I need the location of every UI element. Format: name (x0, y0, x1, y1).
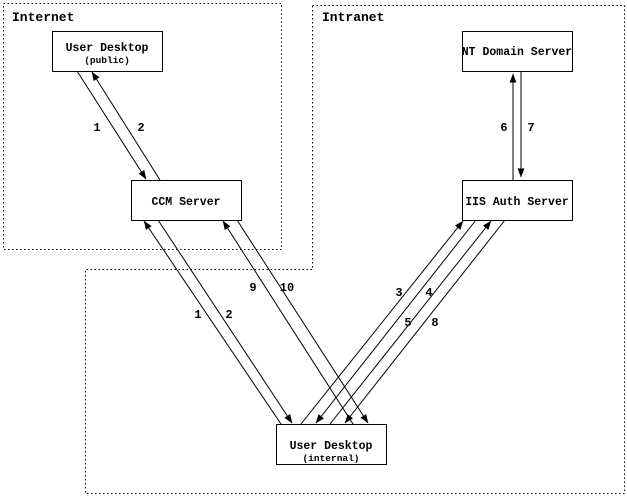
arrow-4-iis-to-internal-desktop (315, 219, 477, 424)
nt-domain-server-title: NT Domain Server (462, 46, 573, 59)
user-desktop-internal-box (276, 424, 387, 465)
user-desktop-public-box (52, 31, 163, 72)
arrow-3-internal-desktop-to-iis (300, 220, 464, 425)
flow-label-8: 8 (431, 316, 438, 330)
iis-auth-server-node: IIS Auth Server (462, 180, 573, 221)
intranet-zone-label: Intranet (322, 10, 384, 25)
nt-domain-server-node: NT Domain Server (462, 31, 573, 72)
arrow-1-internal-desktop-to-ccm (143, 220, 282, 425)
user-desktop-public-node: User Desktop (public) (52, 31, 163, 72)
flow-label-10: 10 (280, 281, 294, 295)
arrow-2-ccm-to-public-desktop (91, 71, 161, 181)
iis-auth-server-box (462, 180, 573, 221)
ccm-server-node: CCM Server (131, 180, 242, 221)
ccm-server-box (131, 180, 242, 221)
flow-label-7: 7 (527, 121, 534, 135)
flow-label-3: 3 (395, 286, 402, 300)
arrow-5-internal-desktop-to-iis (329, 220, 492, 425)
user-desktop-internal-node: User Desktop (internal) (276, 424, 387, 465)
nt-domain-server-box (462, 31, 573, 72)
arrow-9-internal-desktop-to-ccm (222, 220, 354, 425)
flow-label-5: 5 (404, 316, 411, 330)
flow-label-4: 4 (425, 286, 432, 300)
arrow-10-ccm-to-internal-desktop (236, 219, 369, 424)
ccm-server-title: CCM Server (151, 196, 220, 209)
intranet-and-internal-zone-border (85, 5, 625, 494)
flow-label-1-public: 1 (93, 121, 100, 135)
user-desktop-public-title: User Desktop (66, 42, 149, 55)
flow-label-2-public: 2 (137, 121, 144, 135)
flow-label-9: 9 (249, 281, 256, 295)
arrow-8-iis-to-internal-desktop (344, 219, 506, 424)
flow-label-2-internal: 2 (225, 308, 232, 322)
arrow-2-ccm-to-internal-desktop (157, 219, 293, 424)
user-desktop-public-subtitle: (public) (84, 55, 130, 66)
arrow-1-public-desktop-to-ccm (76, 70, 147, 180)
user-desktop-internal-title: User Desktop (290, 440, 373, 453)
internet-zone-border (3, 3, 282, 250)
internet-zone-label: Internet (12, 10, 74, 25)
user-desktop-internal-subtitle: (internal) (302, 453, 359, 464)
iis-auth-server-title: IIS Auth Server (465, 196, 569, 209)
flow-label-1-internal: 1 (194, 308, 201, 322)
flow-label-6: 6 (500, 121, 507, 135)
